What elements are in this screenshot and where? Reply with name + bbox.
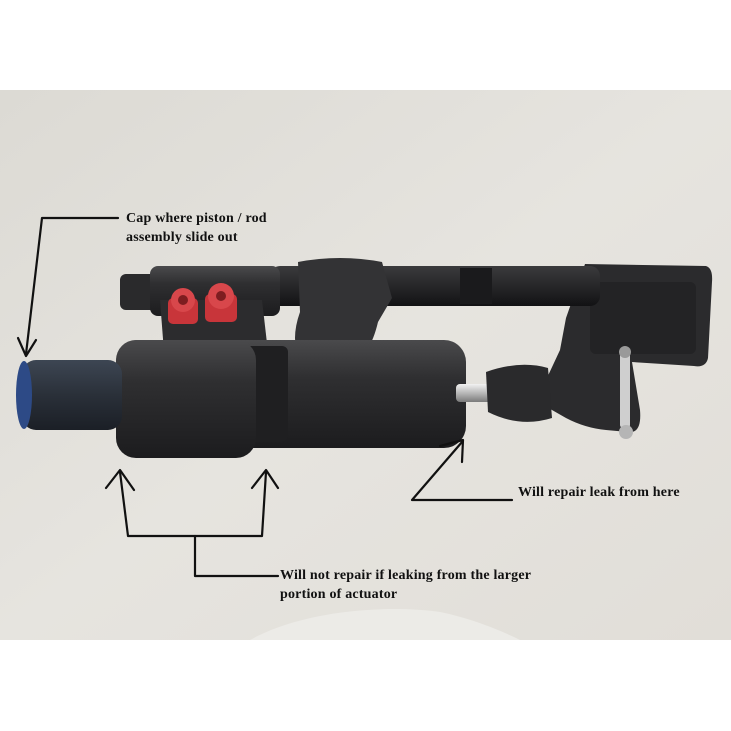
rod-clevis (486, 364, 552, 422)
pin-head (619, 346, 631, 358)
no-repair-arrowhead-left (104, 468, 136, 492)
tube-band (460, 268, 492, 304)
repair-annotation: Will repair leak from here (518, 485, 680, 500)
pin-clip (619, 425, 633, 439)
actuator-photo (0, 90, 731, 640)
rear-cap (120, 274, 158, 310)
actuator (16, 258, 713, 458)
end-cap (22, 360, 122, 430)
no-repair-line-right (193, 470, 268, 538)
hydraulic-fittings (168, 283, 237, 324)
barrel-section (116, 340, 256, 458)
bracket-recess (590, 282, 696, 354)
cap-arrowhead (16, 336, 38, 358)
clamp-saddle (295, 258, 392, 362)
no-repair-annotation: Will not repair if leaking from the larg… (280, 568, 532, 602)
repair-arrow-line (410, 440, 514, 502)
cap-face (16, 361, 32, 429)
no-repair-arrowhead-right (250, 468, 280, 490)
annotation-arrows (16, 216, 514, 578)
bracket-pin (620, 350, 630, 428)
repair-arrowhead (438, 438, 465, 464)
cap-annotation: Cap where piston / rod assembly slide ou… (126, 211, 267, 245)
cloth (250, 609, 520, 640)
cap-arrow-line (24, 216, 120, 356)
piston-rod (456, 384, 496, 402)
